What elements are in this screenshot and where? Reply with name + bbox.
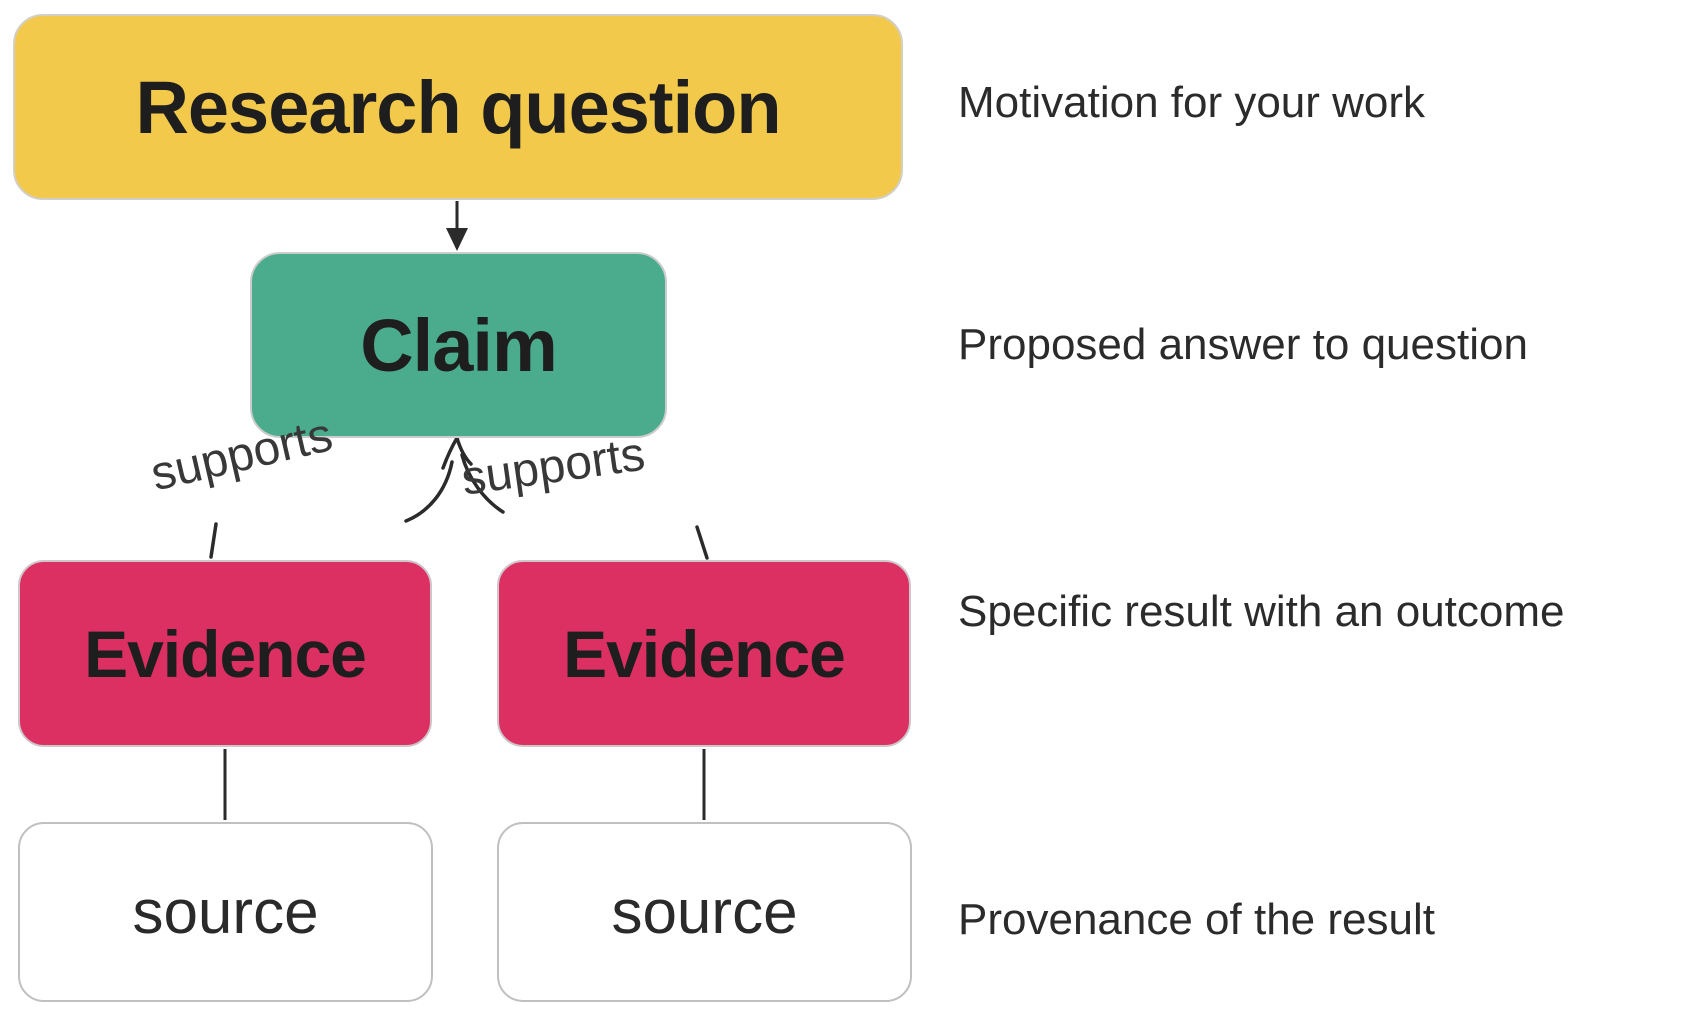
- node-claim-label: Claim: [360, 303, 558, 387]
- annotation-claim: Proposed answer to question: [958, 320, 1528, 369]
- node-evidence-right-label: Evidence: [563, 616, 846, 691]
- node-source-left: source: [18, 822, 433, 1002]
- node-claim: Claim: [250, 252, 667, 438]
- annotation-source: Provenance of the result: [958, 895, 1435, 944]
- node-evidence-left-label: Evidence: [84, 616, 367, 691]
- edge-label-supports-left: supports: [146, 408, 338, 502]
- node-evidence-right: Evidence: [497, 560, 911, 747]
- node-source-right: source: [497, 822, 912, 1002]
- arrow-down-icon: [446, 201, 468, 251]
- edge-label-supports-right: supports: [458, 427, 649, 506]
- node-source-left-label: source: [132, 877, 319, 947]
- annotation-research-question: Motivation for your work: [958, 78, 1426, 127]
- annotation-evidence: Specific result with an outcome: [958, 587, 1565, 636]
- node-research-question-label: Research question: [135, 65, 781, 149]
- node-source-right-label: source: [611, 877, 798, 947]
- node-evidence-left: Evidence: [18, 560, 432, 747]
- node-research-question: Research question: [13, 14, 903, 200]
